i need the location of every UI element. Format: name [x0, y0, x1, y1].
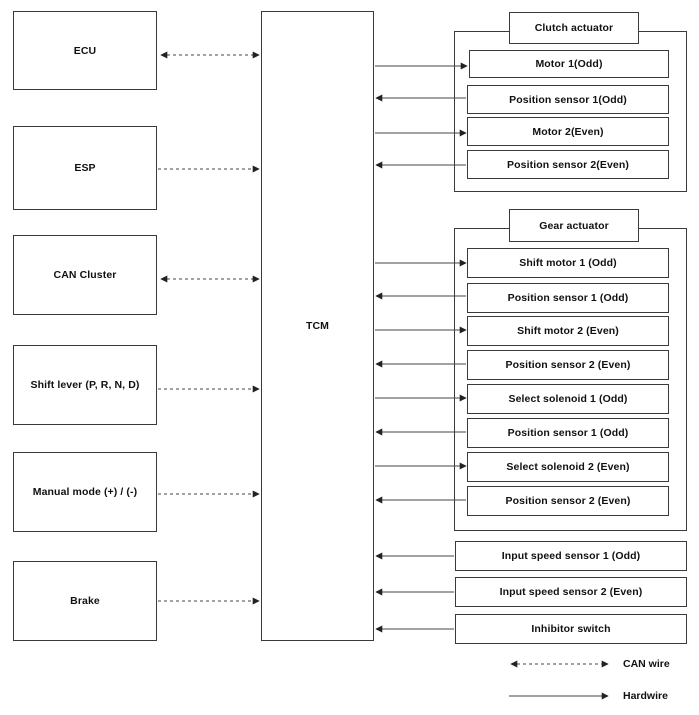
clutch-item-position-sensor-1: Position sensor 1(Odd) — [467, 85, 669, 114]
gear-item-shift-motor-2: Shift motor 2 (Even) — [467, 316, 669, 346]
tcm-label: TCM — [305, 320, 330, 332]
item-label: Input speed sensor 1 (Odd) — [501, 550, 641, 562]
clutch-item-motor-1: Motor 1(Odd) — [469, 50, 669, 78]
item-label: Position sensor 1 (Odd) — [507, 292, 629, 304]
gear-actuator-title: Gear actuator — [509, 209, 639, 242]
tcm-block: TCM — [261, 11, 374, 641]
gear-item-position-sensor-1: Position sensor 1 (Odd) — [467, 283, 669, 313]
gear-item-position-sensor-2: Position sensor 2 (Even) — [467, 350, 669, 380]
item-label: Motor 2(Even) — [532, 125, 604, 138]
sensor-input-speed-2: Input speed sensor 2 (Even) — [455, 577, 687, 607]
gear-item-shift-motor-1: Shift motor 1 (Odd) — [467, 248, 669, 278]
module-ecu: ECU — [13, 11, 157, 90]
legend-can-wire-label: CAN wire — [623, 658, 670, 670]
item-label: Shift motor 1 (Odd) — [519, 257, 617, 269]
item-label: Input speed sensor 2 (Even) — [499, 586, 643, 598]
legend-hardwire-label: Hardwire — [623, 690, 668, 702]
sensor-inhibitor-switch: Inhibitor switch — [455, 614, 687, 644]
item-label: Select solenoid 1 (Odd) — [508, 393, 628, 405]
module-label: ECU — [73, 44, 97, 57]
item-label: Inhibitor switch — [531, 623, 611, 635]
sensor-input-speed-1: Input speed sensor 1 (Odd) — [455, 541, 687, 571]
item-label: Position sensor 2 (Even) — [505, 359, 631, 371]
gear-item-select-solenoid-2: Select solenoid 2 (Even) — [467, 452, 669, 482]
module-label: Manual mode (+) / (-) — [32, 486, 138, 498]
module-can-cluster: CAN Cluster — [13, 235, 157, 315]
group-title-label: Clutch actuator — [534, 22, 614, 34]
module-label: Shift lever (P, R, N, D) — [30, 379, 140, 391]
module-label: CAN Cluster — [53, 269, 117, 281]
module-shift-lever: Shift lever (P, R, N, D) — [13, 345, 157, 425]
item-label: Position sensor 2(Even) — [507, 158, 629, 171]
item-label: Position sensor 1 (Odd) — [507, 427, 629, 439]
group-title-label: Gear actuator — [539, 219, 609, 232]
clutch-actuator-title: Clutch actuator — [509, 12, 639, 44]
item-label: Position sensor 2 (Even) — [505, 495, 631, 507]
gear-item-select-solenoid-1: Select solenoid 1 (Odd) — [467, 384, 669, 414]
clutch-item-motor-2: Motor 2(Even) — [467, 117, 669, 146]
module-manual-mode: Manual mode (+) / (-) — [13, 452, 157, 532]
item-label: Select solenoid 2 (Even) — [506, 461, 630, 473]
item-label: Motor 1(Odd) — [535, 58, 603, 70]
clutch-item-position-sensor-2: Position sensor 2(Even) — [467, 150, 669, 179]
gear-item-position-sensor-1b: Position sensor 1 (Odd) — [467, 418, 669, 448]
module-label: Brake — [70, 595, 100, 607]
item-label: Shift motor 2 (Even) — [517, 325, 619, 337]
gear-item-position-sensor-2b: Position sensor 2 (Even) — [467, 486, 669, 516]
item-label: Position sensor 1(Odd) — [509, 93, 627, 106]
module-label: ESP — [74, 162, 96, 174]
module-brake: Brake — [13, 561, 157, 641]
module-esp: ESP — [13, 126, 157, 210]
